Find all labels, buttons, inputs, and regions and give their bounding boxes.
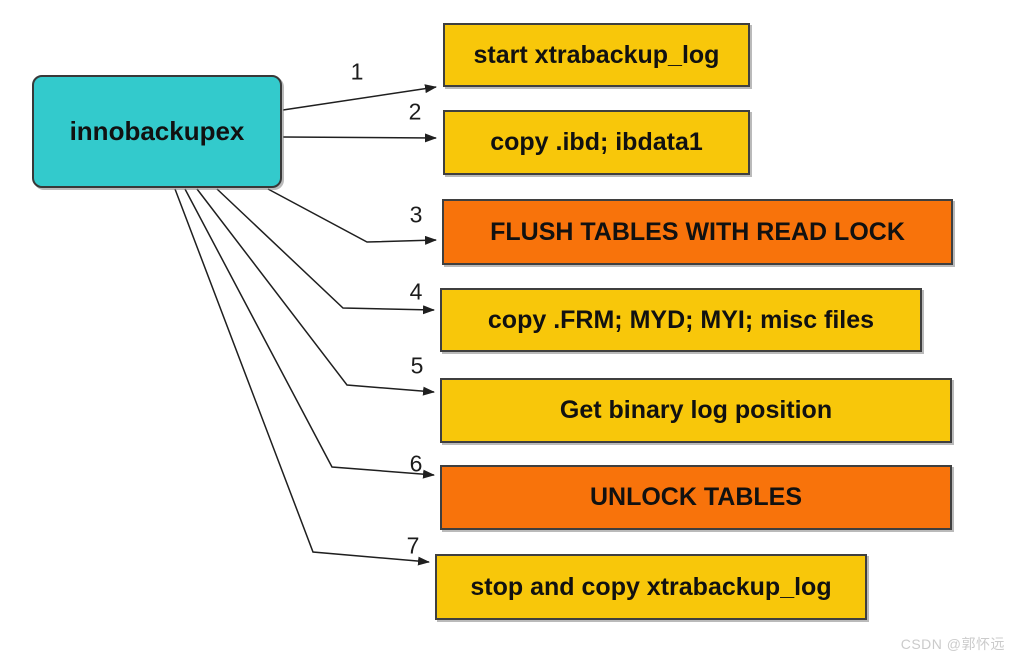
node-step-1-label: start xtrabackup_log [473, 40, 720, 69]
arrow-label-6: 6 [409, 450, 423, 477]
node-step-5: Get binary log position [440, 378, 952, 443]
arrow-6 [184, 188, 435, 479]
node-step-6: UNLOCK TABLES [440, 465, 952, 530]
arrow-7 [174, 188, 430, 566]
node-step-2: copy .ibd; ibdata1 [443, 110, 750, 175]
arrow-label-4: 4 [409, 278, 423, 305]
arrow-label-7: 7 [406, 532, 420, 559]
node-step-7-label: stop and copy xtrabackup_log [470, 572, 832, 601]
arrow-5 [196, 188, 435, 396]
node-step-4: copy .FRM; MYD; MYI; misc files [440, 288, 922, 352]
node-step-3: FLUSH TABLES WITH READ LOCK [442, 199, 953, 265]
node-innobackupex: innobackupex [32, 75, 282, 188]
arrow-label-1: 1 [350, 58, 364, 85]
arrow-2 [282, 133, 437, 143]
watermark: CSDN @郭怀远 [900, 636, 1005, 652]
node-step-5-label: Get binary log position [559, 396, 833, 424]
arrow-label-2: 2 [408, 98, 422, 125]
node-step-7: stop and copy xtrabackup_log [435, 554, 867, 620]
node-innobackupex-label: innobackupex [69, 116, 245, 146]
node-step-3-label: FLUSH TABLES WITH READ LOCK [490, 217, 905, 246]
arrow-label-5: 5 [410, 352, 424, 379]
arrow-4 [216, 188, 435, 315]
node-step-4-label: copy .FRM; MYD; MYI; misc files [487, 305, 875, 334]
node-step-2-label: copy .ibd; ibdata1 [490, 128, 703, 156]
arrow-label-3: 3 [409, 201, 423, 228]
node-step-6-label: UNLOCK TABLES [589, 483, 803, 511]
node-step-1: start xtrabackup_log [443, 23, 750, 87]
